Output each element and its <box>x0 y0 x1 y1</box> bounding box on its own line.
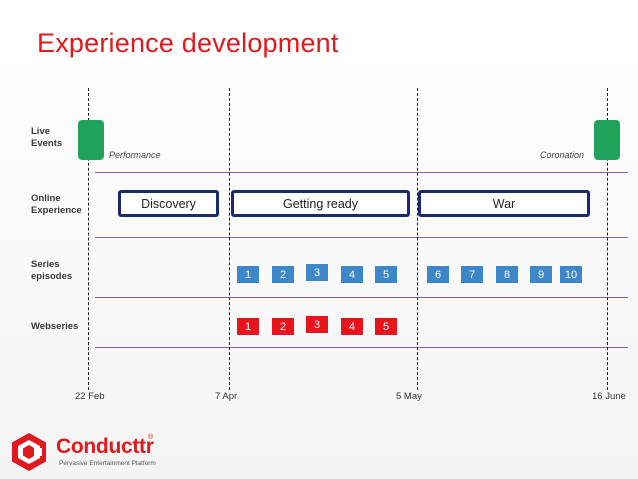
phase-discovery: Discovery <box>118 190 219 217</box>
row-divider <box>95 347 628 348</box>
webseries-episode: 5 <box>375 318 397 335</box>
series-episode: 9 <box>530 266 552 283</box>
slide-title: Experience development <box>37 28 339 58</box>
series-episode: 4 <box>341 266 363 283</box>
row-label-line: Live <box>31 126 51 137</box>
webseries-episode: 4 <box>341 318 363 335</box>
logo-registered-mark: ® <box>148 434 154 441</box>
webseries-episode: 3 <box>306 316 328 333</box>
row-divider <box>95 237 628 238</box>
live-event-marker-performance <box>78 120 104 160</box>
series-episode: 6 <box>427 266 449 283</box>
conducttr-logo: Conducttr ® Pervasive Entertainment Plat… <box>10 432 190 474</box>
row-label-line: Experience <box>31 205 82 216</box>
series-episode: 8 <box>496 266 518 283</box>
date-label-16-june: 16 June <box>592 391 626 402</box>
row-label-line: Events <box>31 138 63 149</box>
row-label-live-events: Live Events <box>31 126 62 150</box>
row-label-line: Series <box>31 259 60 270</box>
live-event-coronation-label: Coronation <box>540 150 585 160</box>
date-label-22-feb: 22 Feb <box>75 391 105 402</box>
row-label-series-episodes: Series episodes <box>31 259 72 283</box>
series-episode: 7 <box>461 266 483 283</box>
row-label-webseries: Webseries <box>31 321 79 332</box>
series-episode: 2 <box>272 266 294 283</box>
row-label-online-experience: Online Experience <box>31 193 82 217</box>
phase-getting-ready: Getting ready <box>231 190 410 217</box>
date-label-5-may: 5 May <box>396 391 422 402</box>
live-event-performance-label: Performance <box>109 150 161 160</box>
milestone-line-22-feb <box>88 88 89 390</box>
milestone-line-7-apr <box>229 88 230 390</box>
webseries-episode: 2 <box>272 318 294 335</box>
conducttr-logo-icon <box>12 433 46 471</box>
row-label-line: episodes <box>31 271 73 282</box>
row-divider <box>95 297 628 298</box>
row-divider <box>95 172 628 173</box>
row-label-line: Online <box>31 193 61 204</box>
series-episode: 1 <box>237 266 259 283</box>
milestone-line-5-may <box>417 88 418 390</box>
series-episode: 5 <box>375 266 397 283</box>
live-event-marker-coronation <box>594 120 620 160</box>
logo-wordmark: Conducttr <box>56 435 154 458</box>
series-episode: 10 <box>560 266 582 283</box>
series-episode: 3 <box>306 264 328 281</box>
phase-war: War <box>418 190 590 217</box>
date-label-7-apr: 7 Apr <box>215 391 238 402</box>
milestone-line-16-june <box>607 88 608 390</box>
logo-tagline: Pervasive Entertainment Platform <box>59 460 156 467</box>
webseries-episode: 1 <box>237 318 259 335</box>
